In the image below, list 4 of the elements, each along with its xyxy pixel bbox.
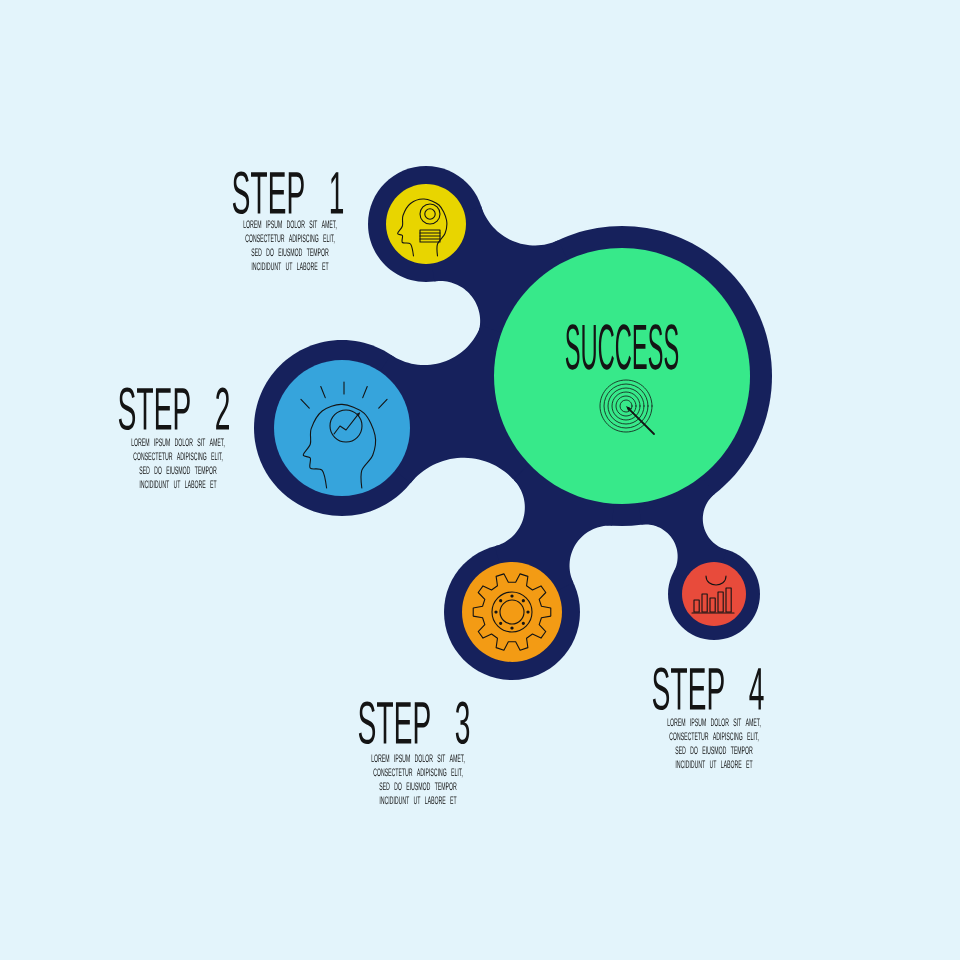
step-heading: STEP 2 — [118, 387, 229, 431]
step-heading: STEP 3 — [358, 701, 470, 745]
step-heading: STEP 4 — [652, 667, 764, 711]
step-heading: STEP 1 — [232, 171, 344, 215]
